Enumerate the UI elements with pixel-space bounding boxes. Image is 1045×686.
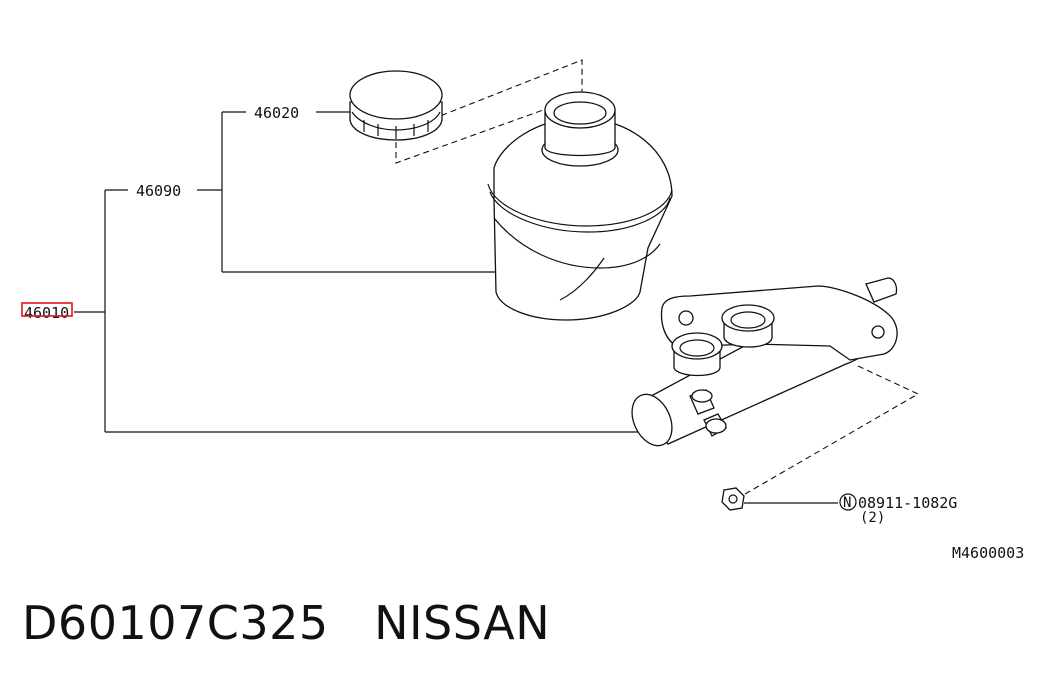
- callout-46010[interactable]: 46010: [24, 304, 69, 322]
- footer-brand: NISSAN: [374, 596, 551, 650]
- assembly-guides: [395, 59, 920, 495]
- highlight-box: [21, 302, 73, 317]
- nut-marker-circle: [839, 493, 857, 511]
- callout-46090[interactable]: 46090: [136, 182, 181, 200]
- footer-part-number: D60107C325: [22, 596, 329, 650]
- reservoir-cap: [349, 70, 443, 141]
- callout-46020[interactable]: 46020: [254, 104, 299, 122]
- callout-labels: 46010 46090 46020 N 08911-1082G (2) M460…: [21, 104, 1024, 562]
- reservoir-tank: [487, 91, 673, 321]
- master-cylinder: [631, 277, 898, 447]
- callout-nut[interactable]: 08911-1082G: [858, 494, 957, 512]
- flange-nut: [721, 487, 745, 511]
- nut-marker: N: [843, 495, 851, 511]
- leader-lines: [74, 111, 838, 504]
- nut-quantity: (2): [860, 510, 885, 526]
- footer-caption: D60107C325 NISSAN: [22, 596, 550, 650]
- diagram-code: M4600003: [952, 544, 1024, 562]
